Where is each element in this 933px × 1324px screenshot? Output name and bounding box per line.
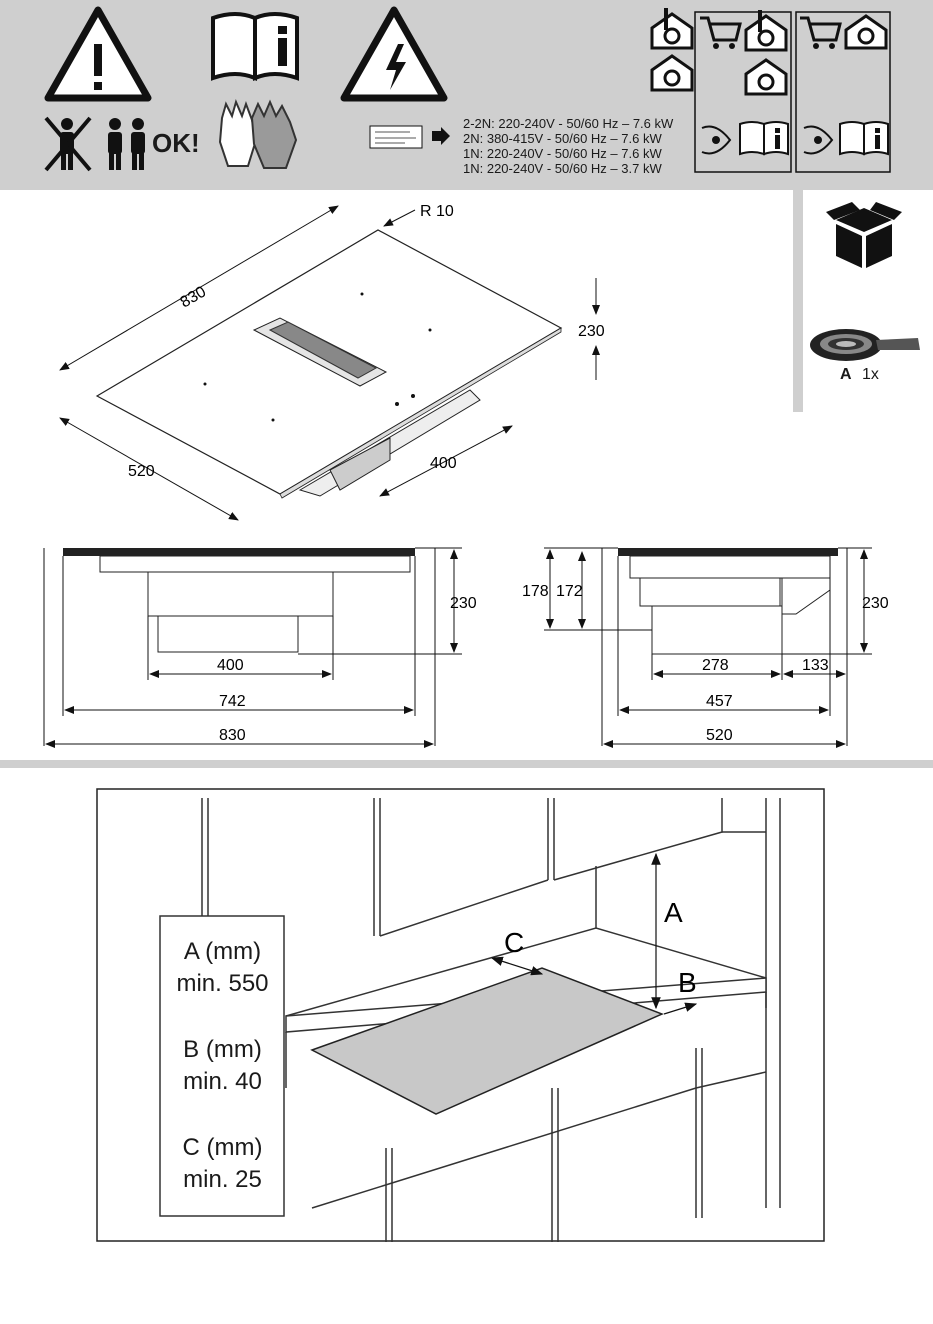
front-mid-label: 742 xyxy=(219,693,246,710)
book-info-icon xyxy=(740,122,788,154)
iso-height-label: 230 xyxy=(578,323,605,340)
outlet-duct xyxy=(782,578,830,614)
electrical-hazard-icon xyxy=(344,10,444,98)
side-depth1-label: 278 xyxy=(702,657,729,674)
side-depth2-label: 133 xyxy=(802,657,829,674)
recycle-bag-icon xyxy=(652,56,692,90)
front-inner-label: 400 xyxy=(217,657,244,674)
front-height-label: 230 xyxy=(450,595,477,612)
side-view: 178 172 230 278 133 457 520 xyxy=(500,530,933,760)
box-icon xyxy=(826,202,902,268)
eye-icon xyxy=(804,127,832,154)
two-persons-icon xyxy=(108,118,145,170)
front-view: 400 742 830 230 xyxy=(0,530,500,760)
spec-line: 1N: 220-240V - 50/60 Hz – 3.7 kW xyxy=(463,161,662,176)
rating-plate-icon xyxy=(370,126,450,148)
hob-glass xyxy=(63,548,415,556)
ok-label: OK! xyxy=(152,128,200,159)
recycle-bag-icon xyxy=(746,10,786,50)
isometric-drawing: 830 520 230 R 10 400 xyxy=(0,190,793,530)
req-c-name: C (mm) xyxy=(160,1134,285,1162)
iso-duct-label: 400 xyxy=(430,455,457,472)
section-divider xyxy=(0,760,933,768)
req-c-value: min. 25 xyxy=(160,1166,285,1194)
req-a-value: min. 550 xyxy=(160,970,285,998)
warning-icon xyxy=(48,10,148,98)
iso-radius-label: R 10 xyxy=(420,203,454,220)
side-height-label: 230 xyxy=(862,595,889,612)
spec-line: 2N: 380-415V - 50/60 Hz – 7.6 kW xyxy=(463,131,662,146)
spec-line: 2-2N: 220-240V - 50/60 Hz – 7.6 kW xyxy=(463,116,673,131)
side-h2-label: 172 xyxy=(556,583,583,600)
motor-box xyxy=(640,578,780,606)
accessory-letter: A xyxy=(840,366,852,384)
label-a: A xyxy=(664,897,683,928)
req-b-name: B (mm) xyxy=(160,1036,285,1064)
manual-info-icon xyxy=(213,14,297,78)
spec-line: 1N: 220-240V - 50/60 Hz – 7.6 kW xyxy=(463,146,662,161)
fan-housing xyxy=(652,606,782,654)
eye-icon xyxy=(702,127,730,154)
label-b: B xyxy=(678,967,697,998)
iso-length-label: 830 xyxy=(178,283,210,311)
req-a-name: A (mm) xyxy=(160,938,285,966)
label-c: C xyxy=(504,927,524,958)
hob-glass xyxy=(618,548,838,556)
side-total-label: 520 xyxy=(706,727,733,744)
motor-box xyxy=(148,572,333,616)
book-info-icon xyxy=(840,122,888,154)
recycle-bag-icon xyxy=(652,8,692,48)
sealing-tape-icon xyxy=(810,329,920,361)
req-b-value: min. 40 xyxy=(160,1068,285,1096)
fan-housing xyxy=(158,616,298,652)
accessory-qty: 1x xyxy=(862,366,879,384)
side-h1-label: 178 xyxy=(522,583,549,600)
recycle-bag-icon xyxy=(846,16,886,48)
shopping-cart-icon xyxy=(700,18,740,49)
gloves-icon xyxy=(220,102,296,168)
front-total-label: 830 xyxy=(219,727,246,744)
accessory-band xyxy=(793,190,803,412)
shopping-cart-icon xyxy=(800,18,840,49)
no-single-person-icon xyxy=(46,118,90,170)
side-mid-label: 457 xyxy=(706,693,733,710)
iso-width-label: 520 xyxy=(128,463,155,480)
recycle-bag-icon xyxy=(746,60,786,94)
